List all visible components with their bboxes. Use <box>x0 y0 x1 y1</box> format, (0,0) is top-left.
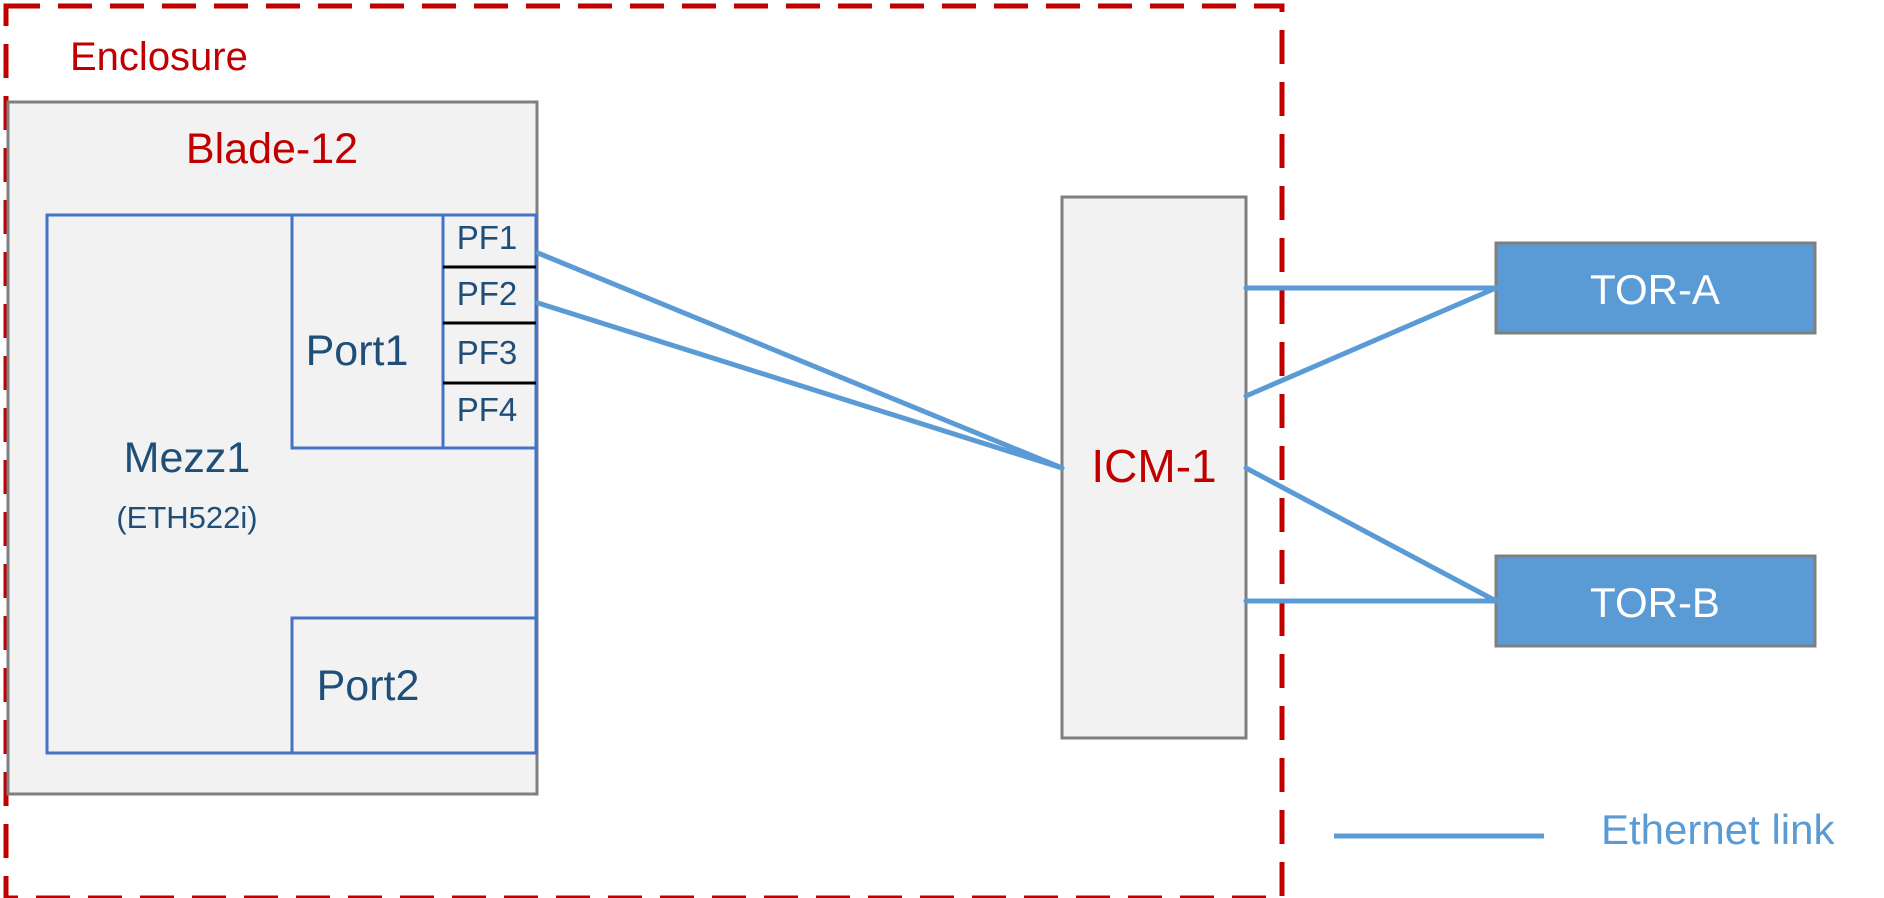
link-icm-tor-b-1 <box>1243 465 1499 604</box>
mezz-label: Mezz1 <box>124 434 251 482</box>
tor-b-box <box>1494 554 1817 648</box>
enclosure-label: Enclosure <box>70 35 248 79</box>
ethernet-links <box>535 250 1499 604</box>
legend-label: Ethernet link <box>1601 806 1835 853</box>
blade-label: Blade-12 <box>186 125 358 173</box>
tor-a-label: TOR-A <box>1590 266 1720 313</box>
tor-a-box <box>1494 241 1817 335</box>
pf3-label: PF3 <box>457 334 518 371</box>
link-icm-tor-a-2 <box>1243 285 1499 399</box>
tor-b-label: TOR-B <box>1590 579 1720 626</box>
pf4-label: PF4 <box>457 391 518 428</box>
pf1-label: PF1 <box>457 219 518 256</box>
pf2-label: PF2 <box>457 275 518 312</box>
link-pf1-icm <box>535 250 1065 471</box>
port1-box <box>290 213 538 450</box>
port1-label: Port1 <box>306 327 409 375</box>
link-pf2-icm <box>535 300 1065 471</box>
port2-label: Port2 <box>317 662 420 710</box>
enclosure-boundary <box>3 3 1285 898</box>
icm-label: ICM-1 <box>1091 440 1216 492</box>
port2-box <box>290 616 538 755</box>
mezz-sublabel: (ETH522i) <box>116 500 257 535</box>
icm-box <box>1060 195 1248 740</box>
